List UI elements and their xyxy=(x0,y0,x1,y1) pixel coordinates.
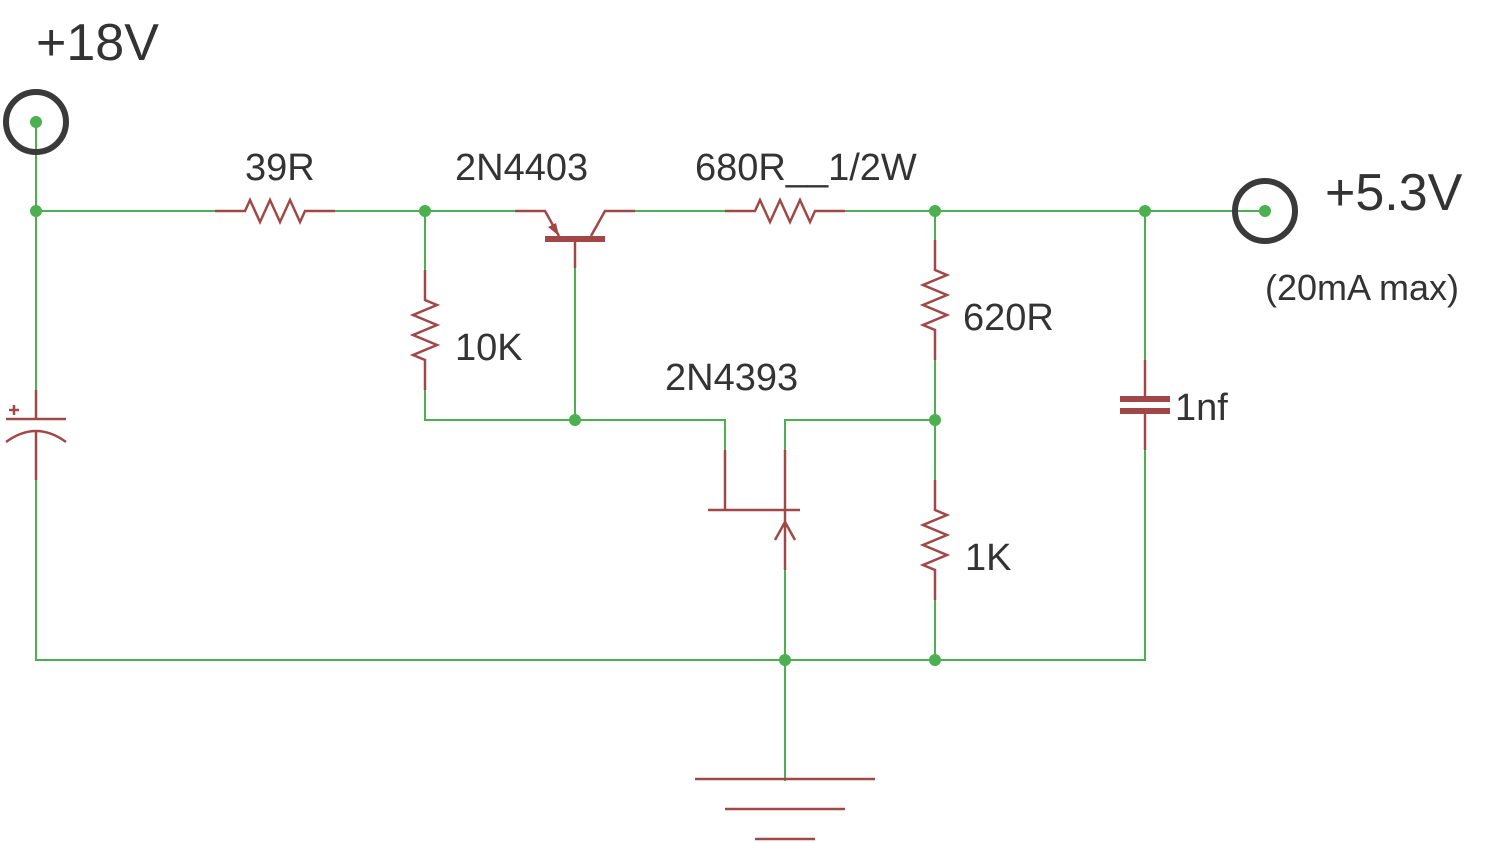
capacitor-input xyxy=(5,390,67,480)
resistor-10k xyxy=(409,270,441,390)
output-current-note: (20mA max) xyxy=(1265,267,1459,308)
label-39r: 39R xyxy=(245,147,315,189)
resistor-680r xyxy=(725,196,845,226)
junction-dot xyxy=(929,205,941,217)
transistor-2n4393 xyxy=(708,450,800,570)
junction-dot xyxy=(929,654,941,666)
transistor-2n4403 xyxy=(515,209,635,268)
label-620r: 620R xyxy=(963,297,1054,339)
junction-dot xyxy=(929,414,941,426)
label-680r: 680R__1/2W xyxy=(695,147,917,189)
terminal-output xyxy=(1232,178,1298,244)
resistor-39r xyxy=(215,196,335,226)
junction-dot xyxy=(419,205,431,217)
junction-dot xyxy=(569,414,581,426)
label-1nf: 1nf xyxy=(1175,387,1228,429)
junction-dot xyxy=(1139,205,1151,217)
resistor-620r xyxy=(919,240,951,360)
junction-dot xyxy=(779,654,791,666)
resistor-1k xyxy=(919,480,951,600)
terminal-input xyxy=(3,89,69,155)
capacitor-1nf xyxy=(1120,360,1170,450)
junctions xyxy=(30,205,1151,666)
label-2n4393: 2N4393 xyxy=(665,357,798,399)
junction-dot xyxy=(30,205,42,217)
label-10k: 10K xyxy=(455,327,523,369)
ground-symbol xyxy=(695,777,875,841)
input-voltage-label: +18V xyxy=(36,14,159,72)
label-1k: 1K xyxy=(965,537,1011,579)
wires xyxy=(35,121,1266,781)
output-voltage-label: +5.3V xyxy=(1325,164,1463,222)
label-2n4403: 2N4403 xyxy=(455,147,588,189)
